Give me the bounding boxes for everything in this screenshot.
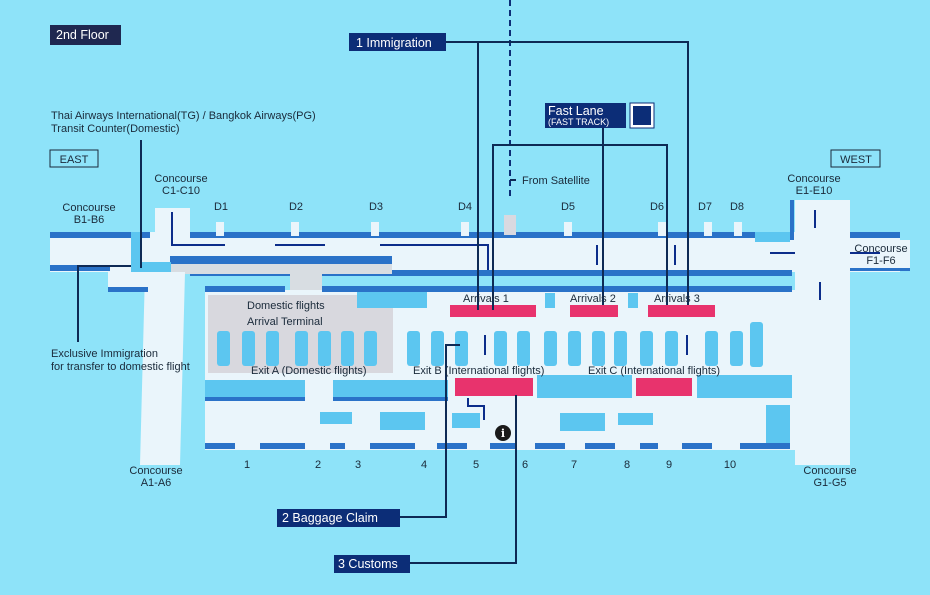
door-label: 2 (315, 459, 321, 471)
callout-lines (77, 41, 689, 564)
gate-label: D7 (698, 201, 712, 213)
arrivals-2-label: Arrivals 2 (570, 293, 616, 305)
floor-badge: 2nd Floor (50, 25, 121, 45)
domestic-terminal-label-2: Arrival Terminal (247, 316, 323, 328)
gate-label: D3 (369, 201, 383, 213)
baggage-claim-label: 2 Baggage Claim (282, 511, 378, 525)
flow-arrows (171, 210, 880, 420)
concourse-a-label: Concourse (129, 465, 182, 477)
door-label: 5 (473, 459, 479, 471)
door-label: 8 (624, 459, 630, 471)
concourse-eg-pier (795, 200, 850, 465)
arrivals-3-label: Arrivals 3 (654, 293, 700, 305)
gate-label: D2 (289, 201, 303, 213)
floor-label: 2nd Floor (56, 28, 109, 42)
east-label-box: EAST (49, 149, 99, 168)
customs-label: 3 Customs (338, 557, 398, 571)
exit-a-label: Exit A (Domestic flights) (251, 365, 367, 377)
concourse-g-range: G1-G5 (813, 477, 846, 489)
concourse-f-range: F1-F6 (866, 255, 895, 267)
arrival-counters (450, 305, 715, 396)
exit-c-label: Exit C (International flights) (588, 365, 720, 377)
concourse-c-range: C1-C10 (162, 185, 200, 197)
concourse-e-label: Concourse (787, 173, 840, 185)
concourse-g-label: Concourse (803, 465, 856, 477)
gate-label: D1 (214, 201, 228, 213)
gate-label: D6 (650, 201, 664, 213)
transit-counter-note: Thai Airways International(TG) / Bangkok… (51, 110, 316, 122)
concourse-b-range: B1-B6 (74, 214, 105, 226)
main-concourse (50, 208, 910, 295)
east-label: EAST (60, 154, 89, 166)
door-label: 6 (522, 459, 528, 471)
svg-text:i: i (501, 427, 505, 440)
fast-lane-callout: Fast Lane (FAST TRACK) (545, 102, 655, 129)
exclusive-immigration-note: Exclusive Immigration (51, 348, 158, 360)
fast-track-label: (FAST TRACK) (548, 117, 609, 127)
exit-b-label: Exit B (International flights) (413, 365, 544, 377)
gate-labels: D1 D2 D3 D4 D5 D6 D7 D8 (214, 201, 744, 213)
door-label: 3 (355, 459, 361, 471)
door-label: 1 (244, 459, 250, 471)
door-label: 7 (571, 459, 577, 471)
transit-counter-note-2: Transit Counter(Domestic) (51, 123, 180, 135)
domestic-terminal-label: Domestic flights (247, 300, 325, 312)
concourse-c-label: Concourse (154, 173, 207, 185)
immigration-callout: 1 Immigration (349, 33, 446, 51)
door-label: 4 (421, 459, 427, 471)
gate-label: D4 (458, 201, 472, 213)
exclusive-immigration-note-2: for transfer to domestic flight (51, 361, 190, 373)
from-satellite-label: From Satellite (522, 175, 590, 187)
concourse-f-label: Concourse (854, 243, 907, 255)
fast-track-logo-icon (633, 106, 651, 125)
arrivals-1-label: Arrivals 1 (463, 293, 509, 305)
concourse-b-label: Concourse (62, 202, 115, 214)
info-icon[interactable]: i (495, 425, 511, 441)
fast-lane-label: Fast Lane (548, 104, 604, 118)
customs-callout: 3 Customs (334, 555, 410, 573)
west-label-box: WEST (830, 149, 881, 168)
concourse-a-pier (140, 272, 185, 465)
west-label: WEST (840, 154, 872, 166)
door-label: 10 (724, 459, 736, 471)
concourse-e-range: E1-E10 (796, 185, 833, 197)
gate-label: D8 (730, 201, 744, 213)
door-label: 9 (666, 459, 672, 471)
concourse-a-range: A1-A6 (141, 477, 172, 489)
door-labels: 1 2 3 4 5 6 7 8 9 10 (244, 459, 736, 471)
immigration-label: 1 Immigration (356, 36, 432, 50)
gate-label: D5 (561, 201, 575, 213)
baggage-claim-callout: 2 Baggage Claim (277, 509, 400, 527)
